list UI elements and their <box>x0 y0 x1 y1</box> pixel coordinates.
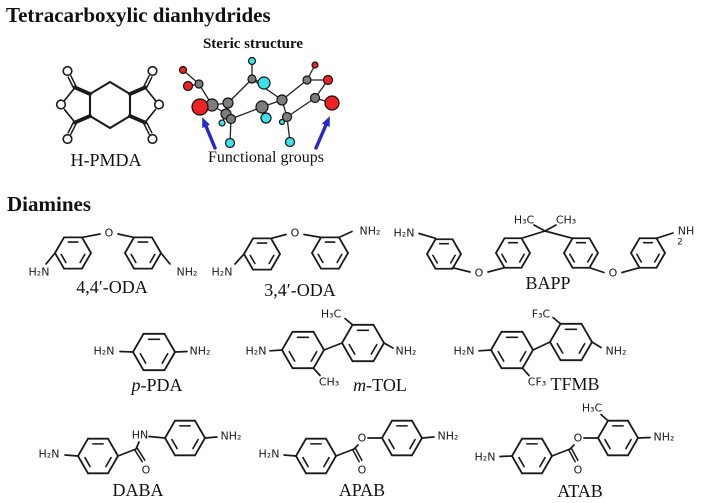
atom-h3c: H₃C <box>320 307 342 321</box>
atom-o: O <box>141 463 151 477</box>
atom-ch3: CH₃ <box>555 213 577 227</box>
atom-nh2: NH₂ <box>176 265 198 279</box>
atom-nh: NH <box>677 224 695 238</box>
heading-dianhydrides: Tetracarboxylic dianhydrides <box>6 3 271 27</box>
atom-nh2: NH₂ <box>605 344 627 358</box>
label-apab: APAB <box>338 480 386 500</box>
label-ppda-prefix: p <box>131 375 141 395</box>
atom-nh2: NH₂ <box>220 429 242 443</box>
atom-h2n: H₂N <box>258 447 280 461</box>
atom-h2n: H₂N <box>474 450 496 464</box>
atom-ch3: CH₃ <box>318 375 340 389</box>
heading-steric-structure: Steric structure <box>202 36 304 52</box>
label-ppda: p-PDA <box>131 375 182 396</box>
atom-o: O <box>474 266 484 280</box>
atom-hn: HN <box>131 428 149 442</box>
atom-nh2: NH₂ <box>395 344 417 358</box>
atom-h2n: H₂N <box>453 344 475 358</box>
atom-h3c: H₃C <box>581 401 603 415</box>
atom-nh2: NH₂ <box>653 430 675 444</box>
label-44oda: 4,4′-ODA <box>76 277 148 297</box>
atom-cf3: CF₃ <box>527 375 547 389</box>
atom-h3c: H₃C <box>513 213 535 227</box>
atom-o: O <box>290 226 300 240</box>
atom-subscript-2: 2 <box>677 237 683 248</box>
atom-f3c: F₃C <box>531 307 551 321</box>
label-mtol: m-TOL <box>353 375 407 396</box>
atom-o: O <box>357 463 367 477</box>
atom-o: O <box>104 226 114 240</box>
atom-o: O <box>573 431 583 445</box>
label-mtol-prefix: m <box>353 375 367 395</box>
atom-o: O <box>357 431 367 445</box>
atom-nh2: NH₂ <box>437 429 459 443</box>
atom-h2n: H₂N <box>211 265 233 279</box>
label-atab: ATAB <box>557 481 603 501</box>
label-bapp: BAPP <box>525 273 571 293</box>
label-functional-groups: Functional groups <box>208 149 324 166</box>
atom-o: O <box>573 463 583 477</box>
atom-h2n: H₂N <box>93 344 115 358</box>
atom-nh2: NH₂ <box>189 344 211 358</box>
atom-h2n: H₂N <box>38 447 60 461</box>
label-hpmda: H-PMDA <box>70 150 142 170</box>
label-34oda: 3,4′-ODA <box>264 280 336 300</box>
atom-h2n: H₂N <box>245 344 267 358</box>
label-ppda-name: -PDA <box>140 375 183 395</box>
atom-h2n: H₂N <box>393 226 415 240</box>
label-mtol-name: -TOL <box>366 375 407 395</box>
label-tfmb: TFMB <box>550 374 600 394</box>
atom-nh2: NH₂ <box>359 224 381 238</box>
label-daba: DABA <box>112 480 164 500</box>
atom-h2n: H₂N <box>28 265 50 279</box>
atom-o: O <box>608 266 618 280</box>
heading-diamines: Diamines <box>7 192 91 216</box>
